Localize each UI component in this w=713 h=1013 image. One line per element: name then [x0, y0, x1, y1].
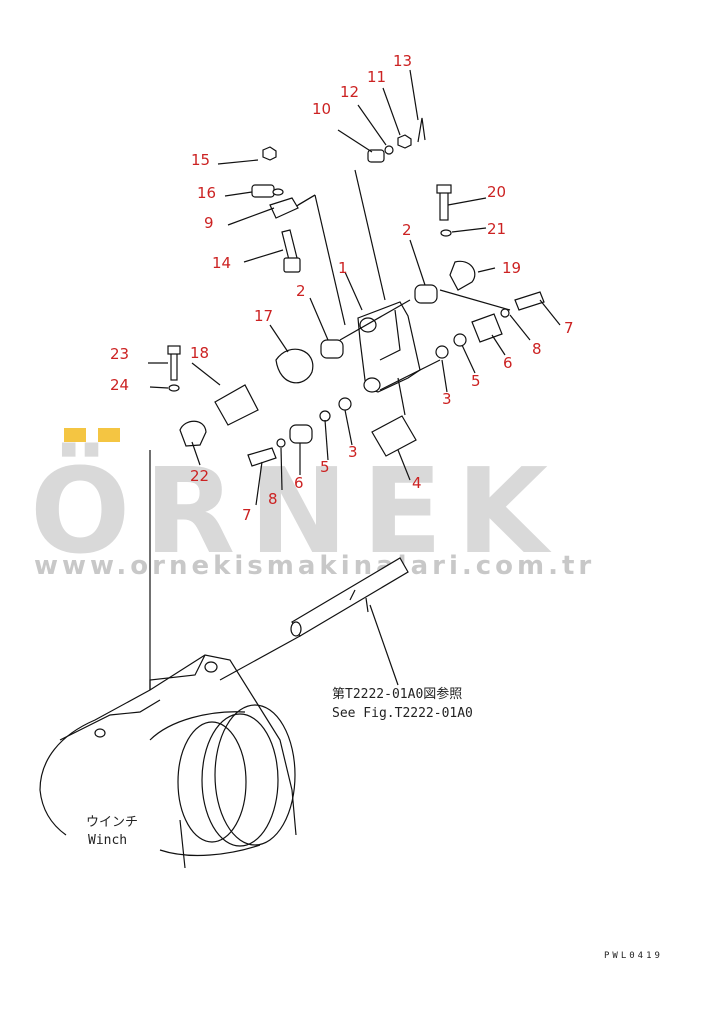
watermark-brand: ÖRNEK — [30, 442, 562, 580]
callout-numbers: 1 2 2 2 3 3 3 4 5 5 5 6 6 6 7 7 8 8 9 10… — [110, 52, 574, 524]
callout-5: 5 — [320, 458, 330, 476]
shaft — [219, 557, 409, 681]
callout-24: 24 — [110, 376, 129, 394]
callout-9: 9 — [204, 214, 214, 232]
watermark-accent-left — [64, 428, 86, 442]
callout-20: 20 — [487, 183, 506, 201]
callout-22: 22 — [190, 467, 209, 485]
callout-10: 10 — [312, 100, 331, 118]
bushings — [167, 117, 545, 467]
watermark-url: www.ornekismakinalari.com.tr — [34, 551, 595, 581]
leader-lines — [148, 69, 561, 686]
callout-2: 2 — [296, 282, 306, 300]
callout-12: 12 — [340, 83, 359, 101]
callout-3: 3 — [442, 390, 452, 408]
callout-2: 2 — [402, 221, 412, 239]
callout-7: 7 — [242, 506, 252, 524]
callout-6: 6 — [294, 474, 304, 492]
callout-21: 21 — [487, 220, 506, 238]
reference-note-en: See Fig.T2222-01A0 — [332, 706, 473, 721]
callout-13: 13 — [393, 52, 412, 70]
watermark: ÖRNEK www.ornekismakinalari.com.tr — [30, 428, 595, 581]
reference-note-jp: 第T2222-01A0図参照 — [332, 686, 462, 702]
callout-5: 5 — [471, 372, 481, 390]
callout-16: 16 — [197, 184, 216, 202]
callout-3: 3 — [348, 443, 358, 461]
callout-23: 23 — [110, 345, 129, 363]
winch-label-en: Winch — [88, 833, 127, 848]
drawing-code: PWL0419 — [604, 951, 663, 961]
lever-part-1 — [354, 169, 421, 416]
callout-1: 1 — [338, 259, 348, 277]
callout-6: 6 — [503, 354, 513, 372]
callout-17: 17 — [254, 307, 273, 325]
callout-18: 18 — [190, 344, 209, 362]
callout-14: 14 — [212, 254, 231, 272]
callout-8: 8 — [268, 490, 278, 508]
notes: 第T2222-01A0図参照 See Fig.T2222-01A0 ウインチ W… — [86, 686, 663, 961]
watermark-accent-right — [98, 428, 120, 442]
callout-11: 11 — [367, 68, 386, 86]
callout-4: 4 — [412, 474, 422, 492]
callout-7: 7 — [564, 319, 574, 337]
winch-label-jp: ウインチ — [86, 815, 138, 830]
callout-19: 19 — [502, 259, 521, 277]
callout-8: 8 — [532, 340, 542, 358]
exploded-view-parts — [39, 69, 561, 869]
winch-housing — [39, 450, 297, 869]
callout-15: 15 — [191, 151, 210, 169]
